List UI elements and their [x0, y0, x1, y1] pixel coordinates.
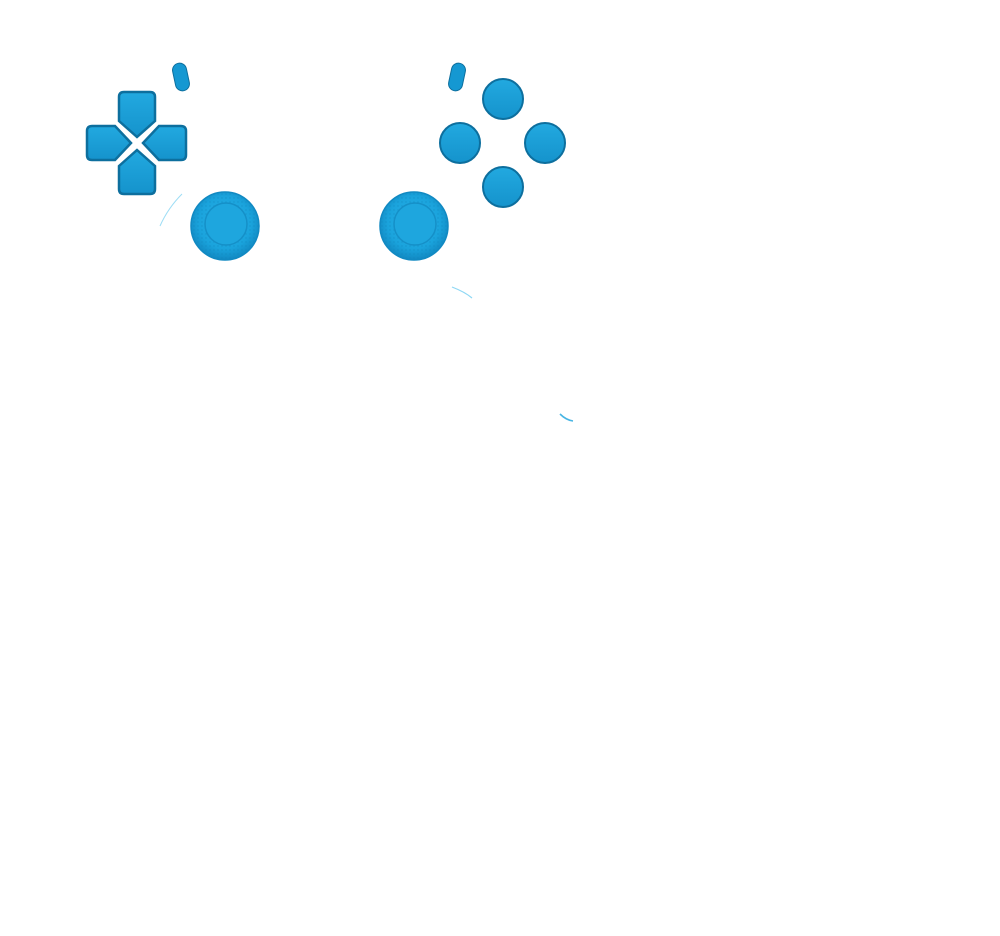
- dpad-down-button[interactable]: [117, 148, 157, 196]
- face-buttons-icon[interactable]: [439, 78, 566, 208]
- face-button-bottom[interactable]: [482, 166, 524, 208]
- left-grip-edge-highlight: [159, 193, 183, 227]
- right-thumbstick-icon[interactable]: [379, 191, 449, 261]
- left-thumbstick-icon[interactable]: [190, 191, 260, 261]
- face-button-right[interactable]: [524, 122, 566, 164]
- touchpad-edge-highlight: [451, 286, 473, 299]
- face-button-left[interactable]: [439, 122, 481, 164]
- lower-edge-highlight: [559, 413, 574, 422]
- dpad-left-button[interactable]: [85, 124, 133, 162]
- dpad-up-button[interactable]: [117, 90, 157, 139]
- right-bumper-indicator[interactable]: [447, 62, 467, 92]
- dpad-icon[interactable]: [85, 90, 188, 196]
- dpad-right-button[interactable]: [141, 124, 188, 162]
- left-bumper-indicator[interactable]: [171, 62, 191, 92]
- face-button-top[interactable]: [482, 78, 524, 120]
